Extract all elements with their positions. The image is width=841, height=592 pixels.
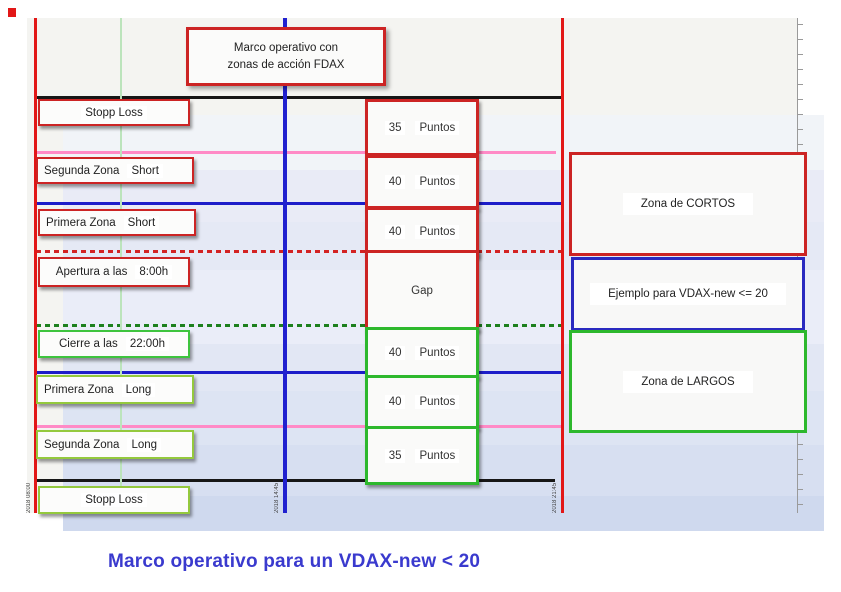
label-primera-zona-short: Primera Zona Short — [38, 209, 196, 236]
points-box-second-long: 40 Puntos — [365, 375, 479, 429]
points-box-short-stop: 35 Puntos — [365, 99, 479, 156]
time-label-mid: 2018 14:45 — [274, 482, 280, 513]
time-label-close: 2018 21:45 — [552, 482, 558, 513]
points-value: 40 — [384, 345, 406, 360]
points-unit: Puntos — [415, 120, 460, 135]
label-text: Primera Zona — [44, 383, 114, 396]
label-text: Cierre a las — [59, 338, 118, 350]
label-segunda-zona-short: Segunda Zona Short — [36, 157, 194, 184]
example-vdax-box: Ejemplo para VDAX-new <= 20 — [571, 257, 805, 331]
midsession-vline — [283, 18, 287, 513]
gap-label: Gap — [411, 284, 433, 297]
points-value: 40 — [384, 395, 406, 409]
label-value: 8:00h — [135, 265, 173, 279]
points-box-first-short: 40 Puntos — [365, 207, 479, 257]
label-text: Stopp Loss — [81, 493, 147, 507]
label-text: Stopp Loss — [81, 105, 147, 120]
label-apertura: Apertura a las 8:00h — [38, 257, 190, 287]
chart-title-line1: Marco operativo con — [233, 42, 339, 55]
label-segunda-zona-long: Segunda Zona Long — [36, 430, 194, 459]
label-text: Segunda Zona — [44, 164, 120, 177]
close-level-dashed-line — [36, 324, 563, 327]
second-long-zone-line — [36, 425, 563, 428]
gap-box: Gap — [365, 250, 479, 331]
label-value: Short — [123, 215, 160, 230]
corner-marker — [8, 8, 16, 17]
first-short-zone-line — [36, 202, 563, 205]
first-long-zone-line — [36, 371, 563, 374]
label-text: Apertura a las — [55, 266, 128, 278]
points-unit: Puntos — [415, 448, 460, 463]
label-value: Short — [127, 163, 163, 178]
chart-title-line2: zonas de acción FDAX — [227, 58, 345, 71]
points-value: 35 — [384, 120, 406, 135]
label-primera-zona-long: Primera Zona Long — [36, 375, 194, 404]
zone-cortos-label: Zona de CORTOS — [622, 193, 754, 215]
zone-largos-box: Zona de LARGOS — [569, 330, 807, 433]
points-box-second-short: 40 Puntos — [365, 155, 479, 209]
label-value: Long — [121, 382, 156, 397]
label-text: Segunda Zona — [44, 438, 120, 451]
points-value: 35 — [384, 448, 406, 463]
points-value: 40 — [384, 225, 406, 239]
session-close-vline — [561, 18, 564, 513]
label-cierre: Cierre a las 22:00h — [38, 330, 190, 358]
zone-cortos-box: Zona de CORTOS — [569, 152, 807, 256]
points-unit: Puntos — [415, 225, 460, 239]
points-value: 40 — [384, 175, 406, 189]
label-value: Long — [127, 437, 162, 452]
points-box-long-stop: 35 Puntos — [365, 426, 479, 485]
session-open-vline — [34, 18, 37, 513]
page-caption: Marco operativo para un VDAX-new < 20 — [108, 551, 481, 572]
label-value: 22:00h — [125, 337, 169, 351]
label-text: Primera Zona — [46, 216, 116, 229]
time-label-open: 2018 08:00 — [26, 482, 32, 513]
example-vdax-label: Ejemplo para VDAX-new <= 20 — [590, 283, 786, 305]
open-level-dashed-line — [36, 250, 563, 253]
second-short-zone-line — [36, 151, 556, 154]
points-unit: Puntos — [415, 395, 460, 409]
zone-largos-label: Zona de LARGOS — [623, 370, 753, 393]
points-box-first-long: 40 Puntos — [365, 327, 479, 378]
stopploss-lower-line — [36, 479, 555, 482]
points-unit: Puntos — [415, 175, 460, 189]
points-unit: Puntos — [415, 345, 460, 360]
label-stopp-loss-lower: Stopp Loss — [38, 486, 190, 514]
chart-title-box: Marco operativo con zonas de acción FDAX — [186, 27, 386, 86]
stopploss-upper-line — [36, 96, 563, 99]
label-stopp-loss-upper: Stopp Loss — [38, 99, 190, 126]
